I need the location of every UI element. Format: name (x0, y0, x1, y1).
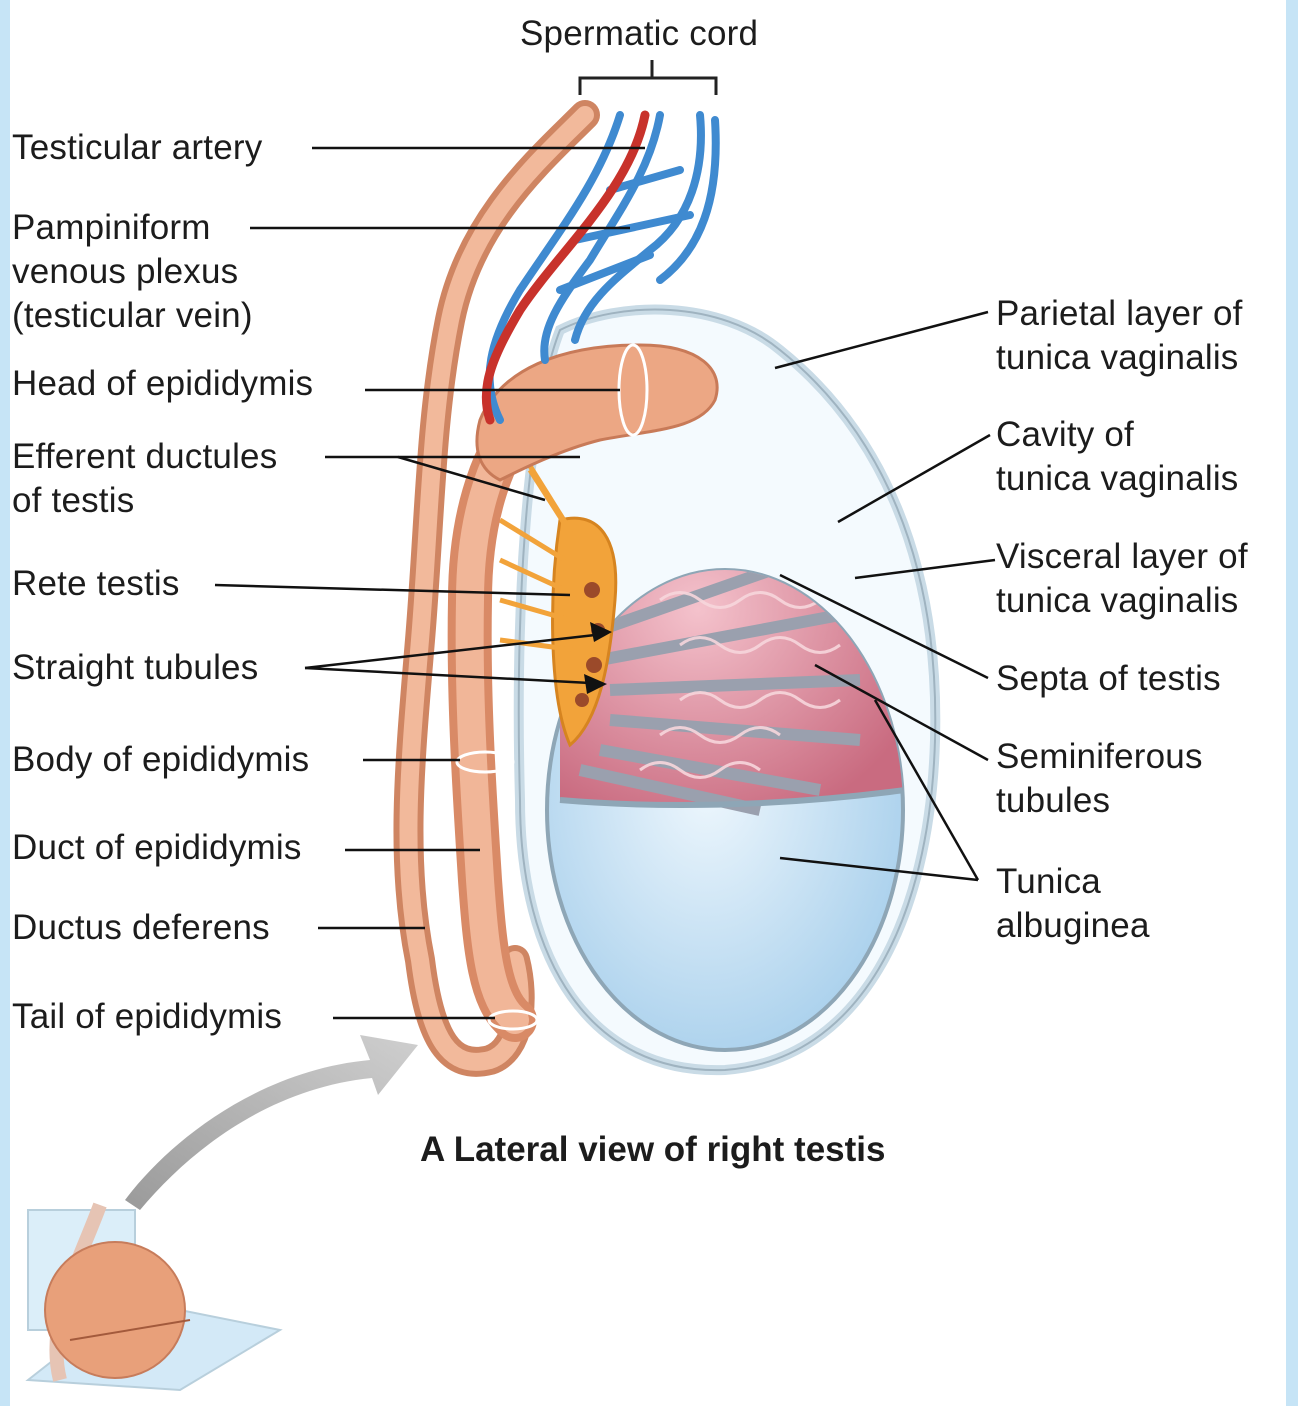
visceral-layer-label: Visceral layer of tunica vaginalis (996, 535, 1248, 623)
tail-of-epididymis-label: Tail of epididymis (12, 995, 282, 1039)
efferent-ductules-label: Efferent ductules of testis (12, 435, 277, 523)
pampiniform-plexus-label: Pampiniform venous plexus (testicular ve… (12, 206, 253, 338)
orientation-arrow (125, 1035, 418, 1210)
spermatic-cord-label: Spermatic cord (520, 12, 758, 56)
testicular-artery-label: Testicular artery (12, 126, 262, 170)
head-of-epididymis-label: Head of epididymis (12, 362, 313, 406)
tunica-albuginea-label: Tunica albuginea (996, 860, 1150, 948)
spermatic-cord-bracket (580, 60, 716, 95)
parietal-layer-label: Parietal layer of tunica vaginalis (996, 292, 1243, 380)
septa-of-testis-label: Septa of testis (996, 657, 1221, 701)
cavity-label: Cavity of tunica vaginalis (996, 413, 1239, 501)
orientation-inset (28, 1205, 280, 1390)
ductus-deferens-label: Ductus deferens (12, 906, 270, 950)
duct-of-epididymis-label: Duct of epididymis (12, 826, 302, 870)
body-of-epididymis-label: Body of epididymis (12, 738, 309, 782)
figure-caption: A Lateral view of right testis (420, 1130, 885, 1170)
rete-testis-label: Rete testis (12, 562, 180, 606)
seminiferous-tubules-label: Seminiferous tubules (996, 735, 1203, 823)
straight-tubules-label: Straight tubules (12, 646, 258, 690)
